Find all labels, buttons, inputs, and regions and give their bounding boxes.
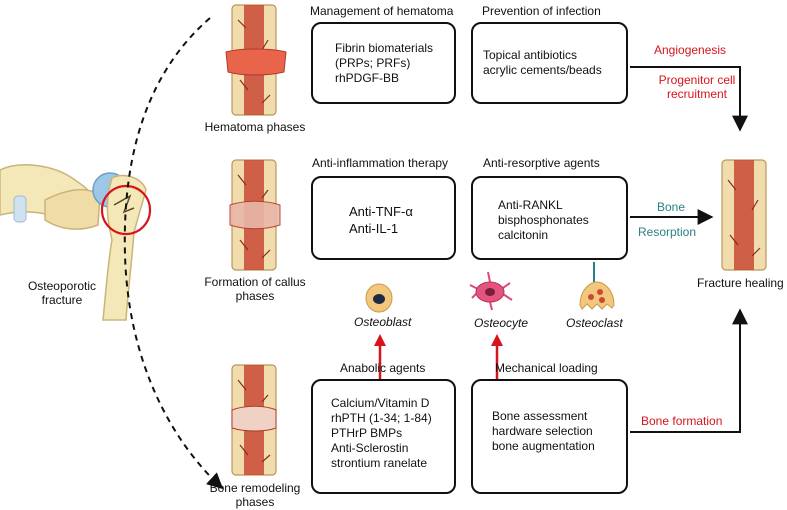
resorptive-therapy-box: Anti-RANKL bisphosphonates calcitonin — [471, 176, 628, 260]
box-line: PTHrP BMPs — [331, 426, 403, 440]
bone-formation-label: Bone formation — [641, 414, 723, 428]
osteocyte-label: Osteocyte — [474, 316, 529, 330]
box-line: calcitonin — [498, 228, 549, 242]
box-line: bone augmentation — [492, 439, 595, 453]
bone-hematoma-icon — [225, 4, 287, 116]
anabolic-therapy-box: Calcium/Vitamin D rhPTH (1-34; 1-84) PTH… — [311, 379, 456, 494]
mechanical-therapy-box: Bone assessment hardware selection bone … — [471, 379, 628, 494]
box-line: Anti-TNF-α — [349, 204, 413, 219]
osteoblast-label: Osteoblast — [354, 315, 412, 329]
osteocyte-cell-icon — [469, 271, 513, 311]
osteoblast-cell-icon — [365, 283, 393, 313]
box-line: (PRPs; PRFs) — [335, 56, 411, 70]
heading-anti-resorptive: Anti-resorptive agents — [483, 156, 600, 170]
box-line: Bone assessment — [492, 409, 588, 423]
heading-hematoma-mgmt: Management of hematoma — [310, 4, 454, 18]
resorption-label: Resorption — [638, 225, 697, 239]
bone-remodeling-icon — [231, 364, 277, 476]
box-line: acrylic cements/beads — [483, 63, 602, 77]
heading-infection: Prevention of infection — [482, 4, 601, 18]
bone-callus-icon — [229, 159, 281, 271]
heading-mechanical: Mechanical loading — [495, 361, 598, 375]
box-line: Fibrin biomaterials — [335, 41, 434, 55]
box-line: Anti-IL-1 — [349, 221, 399, 236]
hematoma-phase-label: Hematoma phases — [204, 120, 306, 134]
box-line: bisphosphonates — [498, 213, 589, 227]
dashed-progression-arrow — [123, 17, 224, 490]
box-line: rhPDGF-BB — [335, 71, 400, 85]
infection-therapy-box: Topical antibiotics acrylic cements/bead… — [471, 22, 628, 104]
box-line: Calcium/Vitamin D — [331, 396, 430, 410]
box-line: Anti-Sclerostin — [331, 441, 409, 455]
bone-label: Bone — [657, 200, 686, 214]
osteoclast-cell-icon — [579, 281, 615, 310]
heading-anti-inflammation: Anti-inflammation therapy — [312, 156, 449, 170]
heading-anabolic: Anabolic agents — [340, 361, 426, 375]
osteoclast-label: Osteoclast — [566, 316, 623, 330]
angiogenesis-label: Angiogenesis — [654, 43, 727, 57]
bone-healed-icon — [721, 159, 767, 271]
box-line: Anti-RANKL — [498, 198, 563, 212]
bottom-to-healing-arrow — [630, 308, 748, 433]
hematoma-therapy-box: Fibrin biomaterials (PRPs; PRFs) rhPDGF-… — [311, 22, 456, 104]
inflammation-therapy-box: Anti-TNF-α Anti-IL-1 — [311, 176, 456, 260]
box-line: Topical antibiotics — [483, 48, 578, 62]
box-line: rhPTH (1-34; 1-84) — [331, 411, 432, 425]
box-line: strontium ranelate — [331, 456, 428, 470]
top-to-healing-arrow — [630, 66, 748, 132]
box-line: hardware selection — [492, 424, 593, 438]
fracture-healing-label: Fracture healing — [697, 276, 784, 290]
